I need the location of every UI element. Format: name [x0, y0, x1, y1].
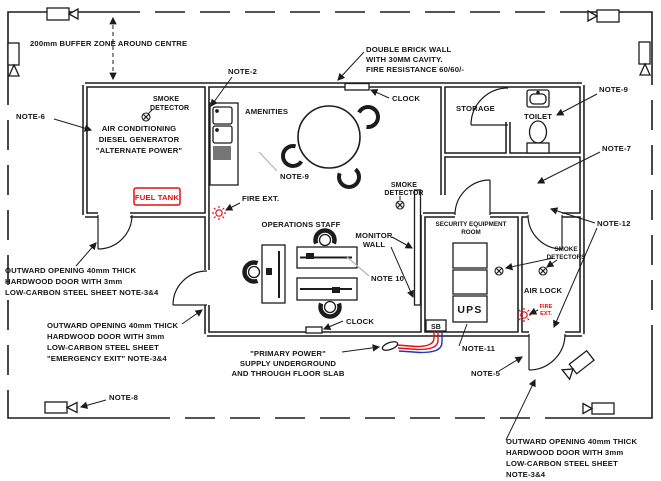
- sb-label: SB: [431, 324, 441, 331]
- operator-figure: [306, 228, 337, 259]
- airlock-door: [527, 214, 563, 250]
- smoke-detector-label: DETECTOR: [150, 105, 189, 112]
- emergency-exit-note: "EMERGENCY EXIT" NOTE-3&4: [47, 354, 167, 363]
- monitor-wall-label: MONITOR: [355, 231, 393, 240]
- note-5-label: NOTE-5: [471, 369, 501, 378]
- fire-ext-airlock-label: FIRE: [540, 304, 553, 310]
- right-door-note: NOTE-3&4: [506, 470, 546, 479]
- leader-lines: [53, 51, 601, 441]
- floor-penetration: [381, 341, 399, 351]
- note-11-label: NOTE-11: [462, 344, 496, 353]
- cctv-camera-bottom-left-icon: [44, 401, 78, 414]
- clock-bottom: [305, 326, 323, 334]
- buffer-zone-label: 200mm BUFFER ZONE AROUND CENTRE: [30, 39, 187, 48]
- equipment-racks: [425, 242, 488, 332]
- note-2-label: NOTE-2: [228, 67, 257, 76]
- note-9-table-label: NOTE-9: [280, 172, 309, 181]
- operator-figure: [318, 287, 342, 319]
- exterior-door-bottom-right: [528, 333, 566, 371]
- smoke-detector-label: SMOKE: [153, 96, 179, 103]
- security-room-door: [454, 179, 491, 216]
- air-lock-label: AIR LOCK: [524, 286, 563, 295]
- clock-top: [344, 82, 370, 91]
- double-brick-wall-note: DOUBLE BRICK WALL: [366, 45, 452, 54]
- primary-power-cables: [381, 331, 443, 354]
- sb-box: [425, 319, 447, 332]
- storage-label: STORAGE: [456, 104, 495, 113]
- storage-door: [470, 87, 509, 126]
- clock-bottom-label: CLOCK: [346, 317, 374, 326]
- chair-icon: [337, 165, 361, 189]
- operator-figure: [242, 260, 272, 284]
- chair-icon: [281, 144, 305, 168]
- operations-staff-label: OPERATIONS STAFF: [262, 220, 341, 229]
- monitor-wall-label: WALL: [363, 240, 386, 249]
- generator-door-note: HARDWOOD DOOR WITH 3mm: [5, 277, 122, 286]
- cctv-camera-left-icon: [7, 42, 21, 77]
- smoke-detector-icon: [538, 266, 548, 276]
- note-8-label: NOTE-8: [109, 393, 139, 402]
- round-table: [281, 105, 380, 189]
- smoke-detector-icon: [494, 266, 504, 276]
- amenities-label: AMENITIES: [245, 107, 288, 116]
- smoke-detector-icon: [141, 112, 151, 122]
- fire-extinguisher-icon: [212, 206, 226, 220]
- fuel-tank-label: FUEL TANK: [135, 193, 179, 202]
- generator-door-note: OUTWARD OPENING 40mm THICK: [5, 266, 136, 275]
- cctv-camera-top-right-icon: [587, 9, 620, 23]
- monitor-wall: [413, 189, 422, 306]
- operations-desks: [261, 244, 358, 304]
- emergency-exit-note: OUTWARD OPENING 40mm THICK: [47, 321, 178, 330]
- cctv-camera-top-left-icon: [46, 7, 79, 21]
- generator-door-note: LOW-CARBON STEEL SHEET NOTE-3&4: [5, 288, 159, 297]
- generator-room-label: AIR CONDITIONING: [102, 124, 177, 133]
- emergency-exit-note: LOW-CARBON STEEL SHEET: [47, 343, 159, 352]
- emergency-exit-note: HARDWOOD DOOR WITH 3mm: [47, 332, 164, 341]
- right-door-note: LOW-CARBON STEEL SHEET: [506, 459, 618, 468]
- smoke-detectors-label: SMOKE: [554, 246, 577, 253]
- primary-power-note: "PRIMARY POWER": [250, 349, 326, 358]
- cctv-camera-right-icon: [638, 41, 652, 76]
- smoke-detector-icon: [395, 200, 405, 210]
- right-door-note: HARDWOOD DOOR WITH 3mm: [506, 448, 623, 457]
- note-9-label: NOTE-9: [599, 85, 628, 94]
- note-12-label: NOTE-12: [597, 219, 631, 228]
- cctv-camera-door-icon: [560, 349, 595, 381]
- toilet-fixture: [526, 120, 550, 154]
- primary-power-note: SUPPLY UNDERGROUND: [240, 359, 337, 368]
- security-room-label: SECURITY EQUIPMENT: [436, 221, 507, 228]
- generator-room-door: [97, 214, 133, 250]
- generator-room-label: "ALTERNATE POWER": [96, 146, 183, 155]
- emergency-exit-door: [172, 270, 208, 306]
- right-door-note: OUTWARD OPENING 40mm THICK: [506, 437, 637, 446]
- kitchenette-counter: [209, 102, 239, 186]
- note-7-label: NOTE-7: [602, 144, 631, 153]
- building-walls: [82, 82, 585, 337]
- fuel-tank-box: [133, 187, 181, 206]
- sink: [526, 89, 550, 108]
- clock-top-label: CLOCK: [392, 94, 420, 103]
- note-10-label: NOTE 10: [371, 274, 404, 283]
- smoke-detector-label: DETECTOR: [384, 190, 423, 197]
- primary-power-note: AND THROUGH FLOOR SLAB: [231, 369, 344, 378]
- ups-unit: [452, 295, 488, 323]
- double-brick-wall-note: WITH 30MM CAVITY.: [366, 55, 443, 64]
- toilet-label: TOILET: [524, 112, 552, 121]
- fire-ext-airlock-label: EXT.: [540, 311, 552, 317]
- security-room-label: ROOM: [461, 229, 481, 236]
- double-brick-wall-note: FIRE RESISTANCE 60/60/-: [366, 65, 464, 74]
- cctv-camera-bottom-right-icon: [582, 402, 615, 415]
- note-6-label: NOTE-6: [16, 112, 45, 121]
- smoke-detector-label: SMOKE: [391, 182, 417, 189]
- fire-extinguisher-icon: [517, 308, 531, 322]
- generator-room-label: DIESEL GENERATOR: [99, 135, 180, 144]
- ups-label: UPS: [457, 304, 482, 316]
- chair-icon: [356, 105, 380, 129]
- fire-ext-label: FIRE EXT.: [242, 194, 279, 203]
- buffer-zone-boundary: [7, 11, 653, 419]
- smoke-detectors-label: DETECTORS: [547, 254, 586, 261]
